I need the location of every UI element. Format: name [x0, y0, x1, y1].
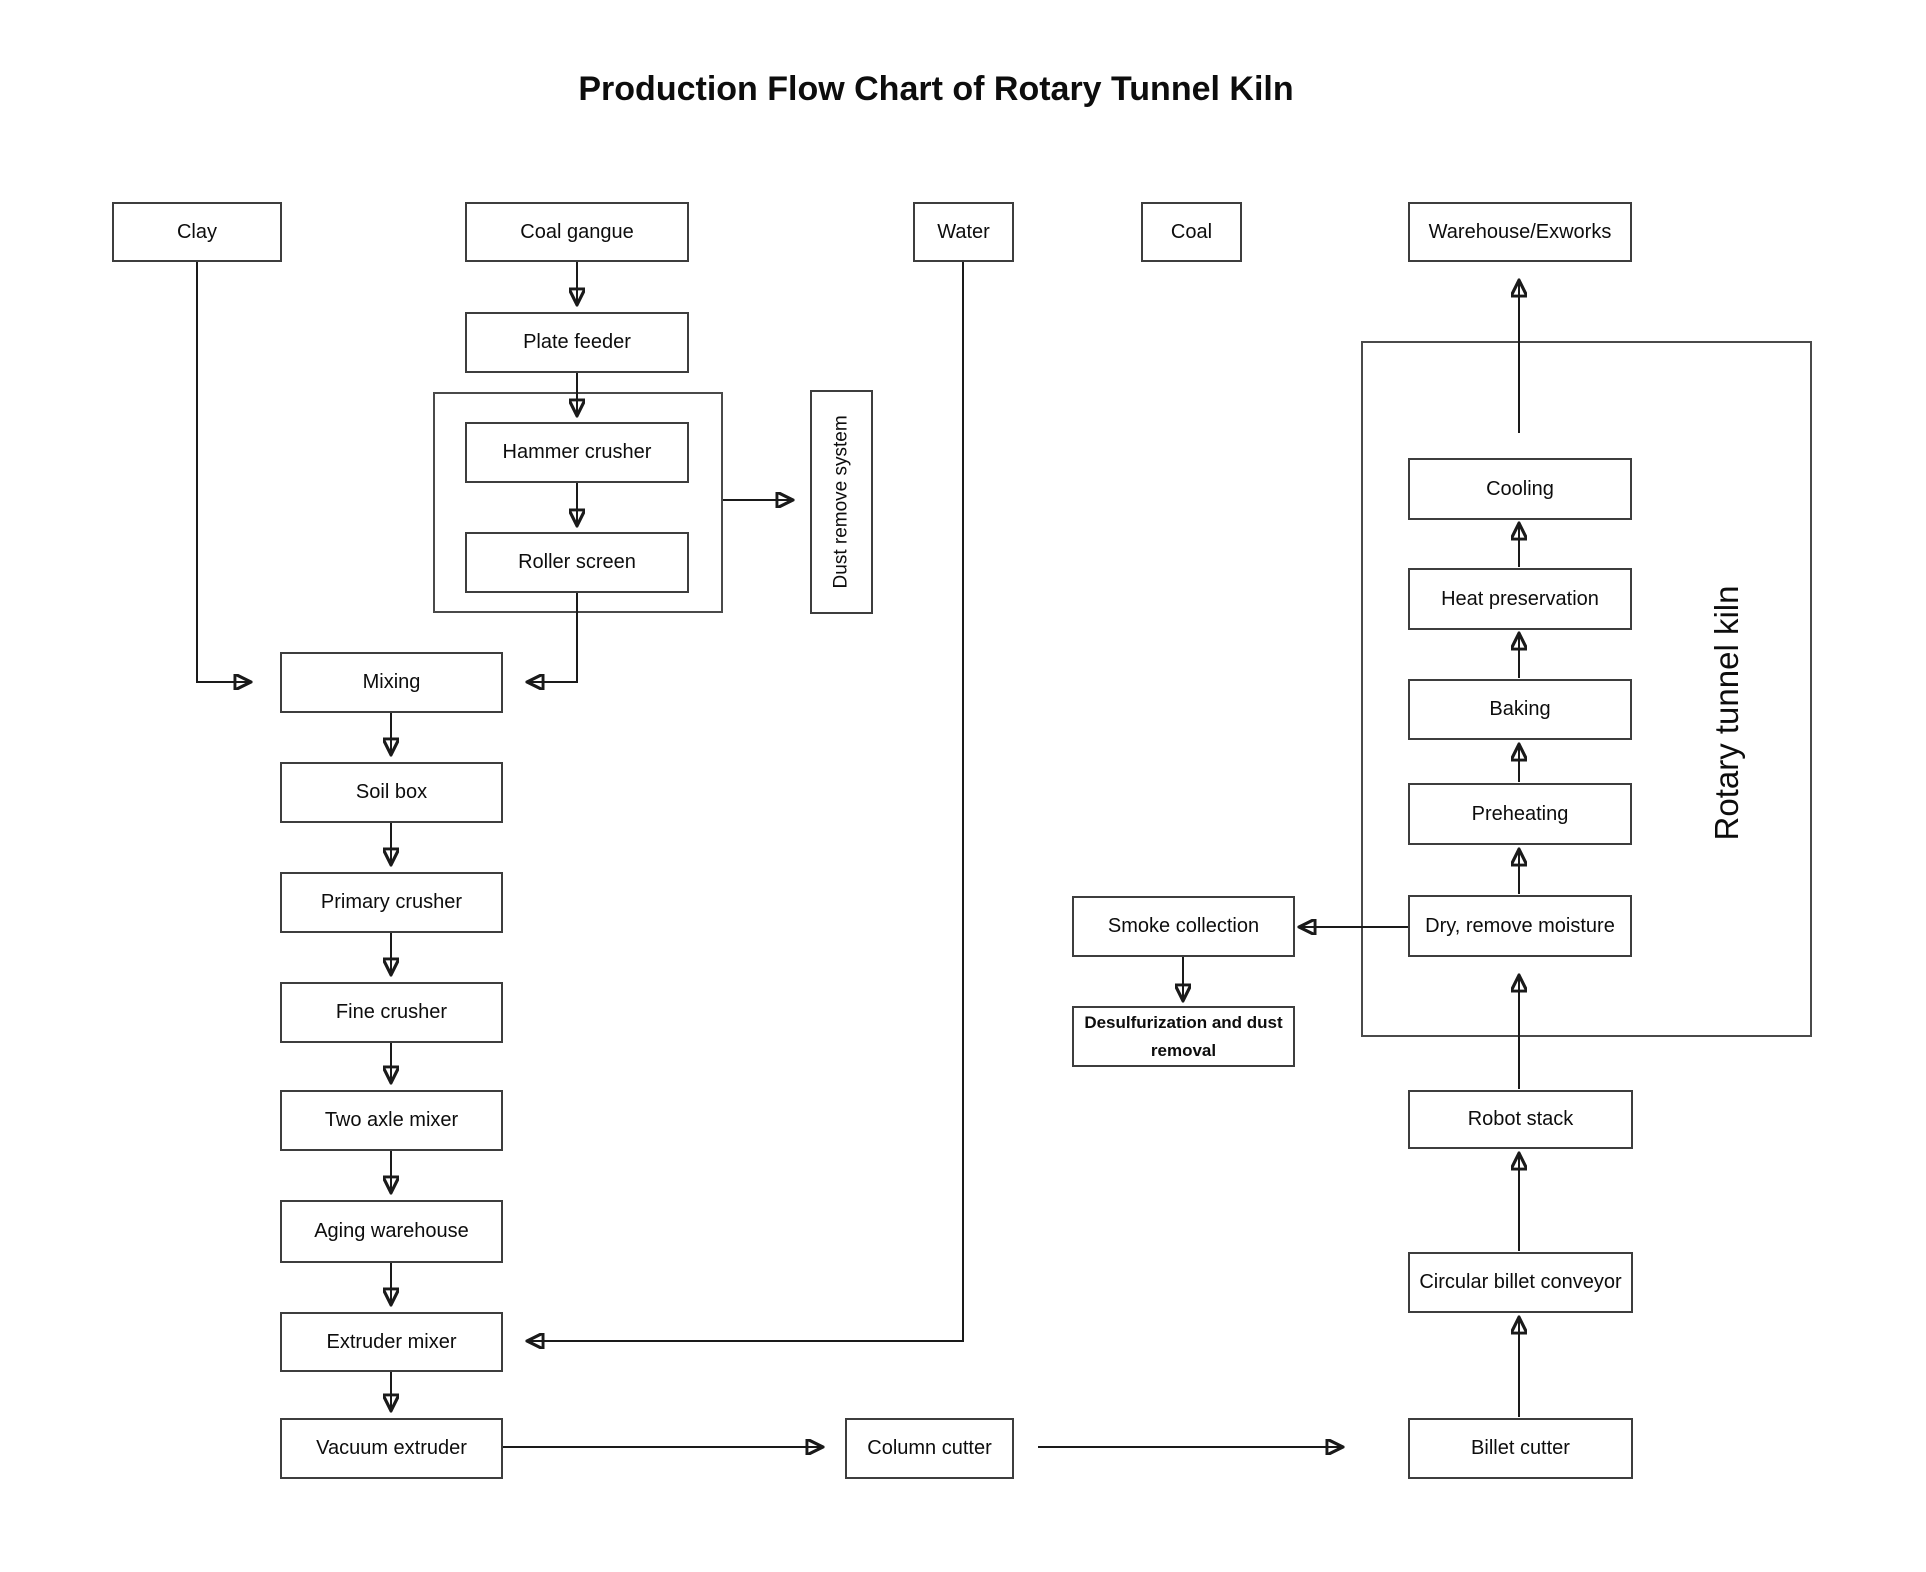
- node-clay-label: Clay: [176, 220, 217, 243]
- node-coal: Coal: [1141, 202, 1242, 262]
- node-billet-cutter: Billet cutter: [1408, 1418, 1633, 1479]
- node-aging-warehouse: Aging warehouse: [280, 1200, 503, 1263]
- node-vacuum-extruder-label: Vacuum extruder: [316, 1437, 467, 1459]
- node-vacuum-extruder: Vacuum extruder: [280, 1418, 503, 1479]
- node-primary-crusher: Primary crusher: [280, 872, 503, 933]
- node-soil-box-label: Soil box: [355, 781, 428, 803]
- node-coal-gangue-label: Coal gangue: [520, 220, 634, 243]
- node-desulfurization-dust-removal-label: Desulfurization and dust removal: [1084, 1013, 1283, 1060]
- node-fine-crusher: Fine crusher: [280, 982, 503, 1043]
- node-baking: Baking: [1408, 679, 1632, 740]
- node-fine-crusher-label: Fine crusher: [335, 1001, 448, 1023]
- node-mixing-label: Mixing: [362, 671, 421, 693]
- node-dry-remove-moisture-label: Dry, remove moisture: [1425, 914, 1615, 937]
- node-dust-remove-system-label: Dust remove system: [830, 415, 852, 589]
- node-clay: Clay: [112, 202, 282, 262]
- node-plate-feeder-label: Plate feeder: [523, 331, 631, 353]
- node-cooling: Cooling: [1408, 458, 1632, 520]
- node-water-label: Water: [937, 220, 990, 243]
- node-coal-gangue: Coal gangue: [465, 202, 689, 262]
- rotary-tunnel-kiln-label: Rotary tunnel kiln: [1708, 585, 1745, 841]
- node-cooling-label: Cooling: [1486, 477, 1554, 500]
- node-preheating-label: Preheating: [1471, 802, 1569, 825]
- node-circular-billet-conveyor-label: Circular billet conveyor: [1419, 1271, 1622, 1293]
- node-heat-preservation-label: Heat preservation: [1441, 587, 1599, 610]
- node-desulfurization-dust-removal: Desulfurization and dust removal: [1072, 1006, 1295, 1067]
- node-hammer-crusher: Hammer crusher: [465, 422, 689, 483]
- node-robot-stack-label: Robot stack: [1467, 1108, 1574, 1130]
- node-billet-cutter-label: Billet cutter: [1471, 1437, 1570, 1459]
- node-roller-screen: Roller screen: [465, 532, 689, 593]
- node-water: Water: [913, 202, 1014, 262]
- node-soil-box: Soil box: [280, 762, 503, 823]
- node-primary-crusher-label: Primary crusher: [320, 891, 463, 913]
- node-column-cutter-label: Column cutter: [867, 1437, 992, 1459]
- node-robot-stack: Robot stack: [1408, 1090, 1633, 1149]
- node-circular-billet-conveyor: Circular billet conveyor: [1408, 1252, 1633, 1313]
- node-dry-remove-moisture: Dry, remove moisture: [1408, 895, 1632, 957]
- node-smoke-collection: Smoke collection: [1072, 896, 1295, 957]
- node-warehouse-exworks-label: Warehouse/Exworks: [1428, 220, 1612, 243]
- node-aging-warehouse-label: Aging warehouse: [314, 1220, 469, 1242]
- node-extruder-mixer-label: Extruder mixer: [326, 1330, 457, 1353]
- node-plate-feeder: Plate feeder: [465, 312, 689, 373]
- node-baking-label: Baking: [1489, 698, 1551, 720]
- node-hammer-crusher-label: Hammer crusher: [502, 441, 652, 463]
- node-preheating: Preheating: [1408, 783, 1632, 845]
- connector-clay-to-mixing: [196, 262, 250, 682]
- node-mixing: Mixing: [280, 652, 503, 713]
- node-heat-preservation: Heat preservation: [1408, 568, 1632, 630]
- node-two-axle-mixer: Two axle mixer: [280, 1090, 503, 1151]
- node-extruder-mixer: Extruder mixer: [280, 1312, 503, 1372]
- node-dust-remove-system: Dust remove system: [810, 390, 873, 614]
- node-coal-label: Coal: [1170, 220, 1213, 243]
- page-title: Production Flow Chart of Rotary Tunnel K…: [578, 70, 1294, 108]
- node-warehouse-exworks: Warehouse/Exworks: [1408, 202, 1632, 262]
- node-smoke-collection-label: Smoke collection: [1107, 915, 1260, 937]
- node-roller-screen-label: Roller screen: [518, 551, 636, 573]
- node-column-cutter: Column cutter: [845, 1418, 1014, 1479]
- rotary-tunnel-kiln-frame: [1361, 341, 1812, 1037]
- node-two-axle-mixer-label: Two axle mixer: [324, 1109, 459, 1131]
